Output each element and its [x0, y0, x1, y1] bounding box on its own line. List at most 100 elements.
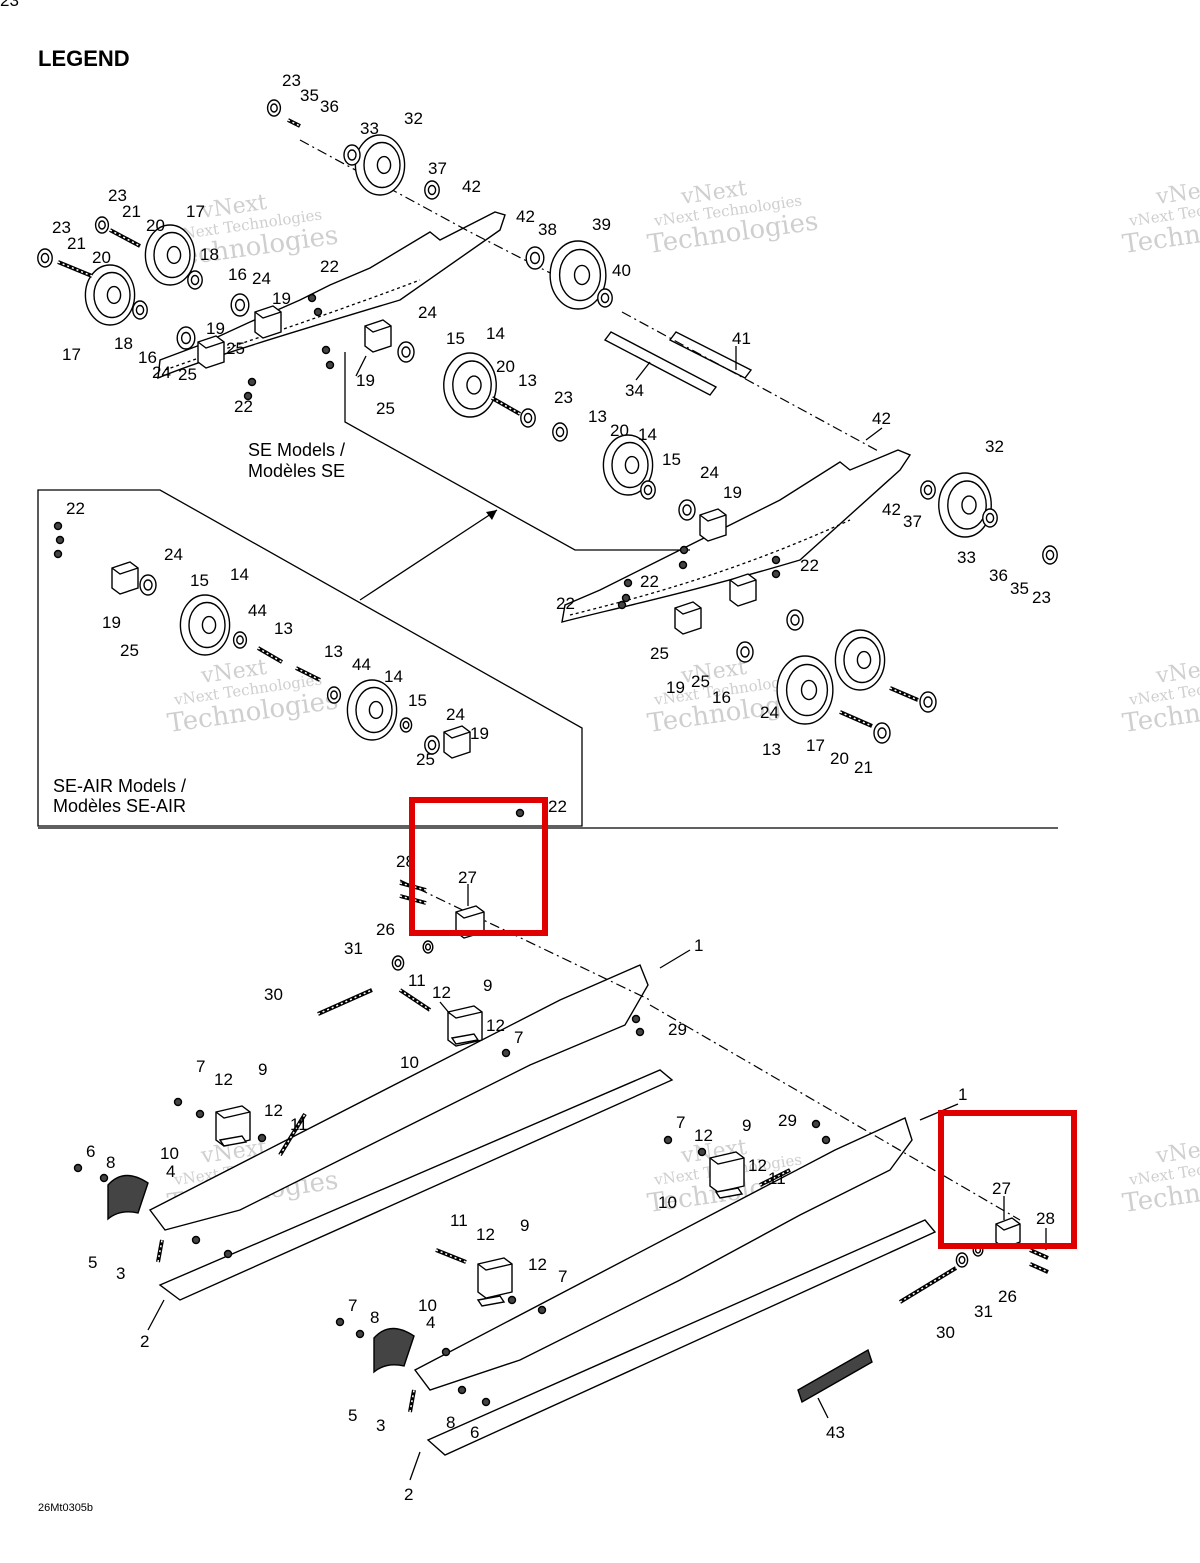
svg-text:SE-AIR Models /: SE-AIR Models /	[53, 776, 186, 796]
idler-wheel	[443, 352, 497, 418]
bottom-callout: 4	[166, 1162, 175, 1181]
cap	[37, 248, 53, 268]
bottom-callout: 8	[370, 1308, 379, 1327]
spacer	[678, 499, 696, 521]
top-callout: 23	[108, 186, 127, 205]
nut	[678, 560, 688, 570]
nut	[663, 1135, 673, 1145]
washer	[326, 686, 342, 704]
watermark: vNext vNext Technologies Technologies	[1121, 655, 1200, 739]
nut	[321, 345, 331, 355]
spacer	[399, 717, 413, 733]
spacer	[424, 735, 440, 755]
bottom-callout: 27	[992, 1179, 1011, 1198]
bottom-callout: 26	[376, 920, 395, 939]
spacer	[139, 574, 157, 596]
stopper-block-27	[995, 1217, 1021, 1249]
slider-block-9	[709, 1151, 745, 1193]
inset-callout: 13	[324, 642, 343, 661]
bottom-callout: 12	[486, 1016, 505, 1035]
idler-wheel	[834, 629, 886, 691]
top-callout: 34	[625, 381, 644, 400]
nut	[325, 360, 335, 370]
leaders-layer	[147, 346, 1047, 1481]
cap	[266, 99, 282, 117]
inset-callout: 25	[120, 641, 139, 660]
idler-wheel	[549, 240, 607, 310]
bumper-5	[107, 1174, 149, 1221]
bottom-callout: 11	[408, 971, 426, 990]
inset-callout: 15	[190, 571, 209, 590]
nut	[99, 1173, 109, 1183]
leader-line	[439, 1001, 451, 1015]
slider-shim-10	[218, 1135, 248, 1147]
bottom-callout: 9	[258, 1060, 267, 1079]
cap	[1042, 545, 1058, 565]
nut	[247, 377, 257, 387]
bottom-callout: 12	[432, 983, 451, 1002]
top-callout: 14	[638, 425, 657, 444]
idler-wheel	[346, 679, 398, 741]
bearing	[640, 480, 656, 500]
top-callout: 20	[92, 248, 111, 267]
top-callout: 33	[957, 548, 976, 567]
nut	[501, 1048, 511, 1058]
top-callout: 37	[428, 159, 447, 178]
shaft-axis-top	[621, 311, 881, 453]
bottom-callout: 11	[290, 1115, 308, 1134]
highlight-box-upper	[409, 797, 548, 936]
bearing	[597, 288, 613, 308]
top-callout: 19	[206, 319, 225, 338]
bumper-5	[373, 1327, 415, 1374]
bottom-callout: 12	[476, 1225, 495, 1244]
leader-line	[817, 1397, 829, 1419]
nut	[537, 1305, 547, 1315]
top-callout: 42	[882, 500, 901, 519]
bottom-callout: 3	[376, 1416, 385, 1435]
top-callout: 19	[666, 678, 685, 697]
cap	[520, 408, 536, 428]
cap	[919, 691, 937, 713]
top-callout: 39	[592, 215, 611, 234]
nut	[481, 1397, 491, 1407]
top-callout: 25	[650, 644, 669, 663]
spacer-26	[422, 940, 434, 954]
top-callout: 25	[178, 365, 197, 384]
top-callout: 32	[985, 437, 1004, 456]
top-callout: 21	[67, 234, 86, 253]
se-models-caption: SE Models / Modèles SE	[248, 440, 345, 481]
nut	[441, 1347, 451, 1357]
inset-callout: 14	[384, 667, 403, 686]
top-callout: 14	[486, 324, 505, 343]
inset-callout: 24	[446, 705, 465, 724]
top-callout: 20	[146, 216, 165, 235]
top-callout: 20	[830, 749, 849, 768]
bottom-callout: 28	[1036, 1209, 1055, 1228]
leader-line	[409, 1451, 421, 1481]
bottom-callout: 9	[520, 1216, 529, 1235]
nut	[811, 1119, 821, 1129]
top-callout: 35	[1010, 579, 1029, 598]
nut	[53, 549, 63, 559]
pivot-block	[197, 335, 225, 369]
cross-shaft-axis-upper	[399, 879, 651, 1001]
nut	[617, 600, 627, 610]
nut	[635, 1027, 645, 1037]
slider-block-9	[477, 1257, 513, 1299]
slider-shim-10	[450, 1033, 480, 1045]
top-callout: 17	[186, 202, 205, 221]
slider-shim-10	[714, 1187, 744, 1199]
nut	[821, 1135, 831, 1145]
bottom-callout: 5	[348, 1406, 357, 1425]
svg-text:Modèles SE-AIR: Modèles SE-AIR	[53, 796, 186, 816]
bottom-callout: 12	[214, 1070, 233, 1089]
bottom-callout: 5	[88, 1253, 97, 1272]
bottom-callout: 30	[264, 985, 283, 1004]
inset-callout: 14	[230, 565, 249, 584]
top-callout: 24	[700, 463, 719, 482]
se-leader-line	[344, 352, 690, 551]
leader-line	[355, 355, 367, 377]
